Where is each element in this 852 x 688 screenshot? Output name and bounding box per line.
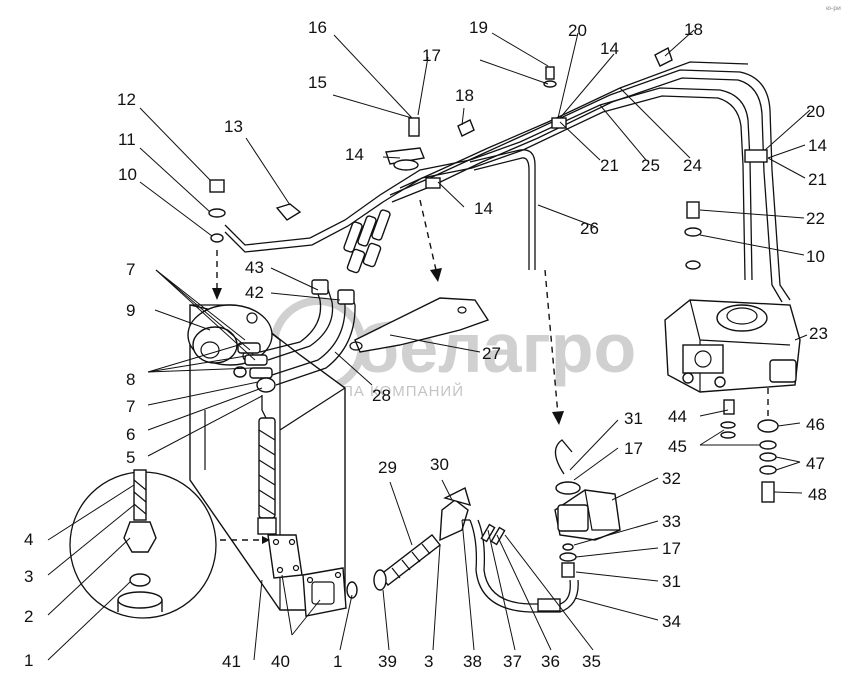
- clamp-15: [385, 147, 425, 171]
- fitting-cluster: [233, 342, 276, 393]
- arrow-to-valve-head: [552, 411, 564, 425]
- label-14-mid: 14: [474, 199, 493, 218]
- clamp-13: [275, 203, 302, 221]
- label-24: 24: [683, 156, 702, 175]
- callout-labels: 12 11 10 13 16 15 17 19 18 20 14 18 14 1…: [24, 18, 828, 671]
- label-46: 46: [806, 415, 825, 434]
- label-42: 42: [245, 283, 264, 302]
- label-25: 25: [641, 156, 660, 175]
- bolt-12-11-10: [208, 179, 226, 243]
- label-41: 41: [222, 652, 241, 671]
- label-35: 35: [582, 652, 601, 671]
- label-6: 6: [126, 425, 135, 444]
- label-5: 5: [126, 448, 135, 467]
- label-27: 27: [482, 344, 501, 363]
- label-18-right: 18: [684, 20, 703, 39]
- arrow-to-pump-head: [212, 288, 222, 300]
- label-40: 40: [271, 652, 290, 671]
- label-4: 4: [24, 530, 33, 549]
- label-15: 15: [308, 73, 327, 92]
- label-2: 2: [24, 607, 33, 626]
- label-20-top: 20: [568, 21, 587, 40]
- label-21-right: 21: [808, 170, 827, 189]
- pipe-34: [469, 519, 579, 613]
- label-44: 44: [668, 407, 687, 426]
- label-37: 37: [503, 652, 522, 671]
- label-48: 48: [808, 485, 827, 504]
- bolt-16-19: [408, 66, 557, 137]
- distributor-23: [664, 299, 801, 393]
- label-43: 43: [245, 258, 264, 277]
- label-9: 9: [126, 301, 135, 320]
- return-pipe-26: [469, 149, 536, 270]
- label-19: 19: [469, 18, 488, 37]
- arrow-to-bracket: [419, 199, 437, 271]
- arrow-to-bracket-head: [430, 268, 442, 282]
- leader-lines: [47, 29, 811, 661]
- fittings-top: [343, 209, 391, 274]
- label-30: 30: [430, 455, 449, 474]
- label-10: 10: [118, 165, 137, 184]
- hoses-42-43: [259, 279, 356, 386]
- label-39: 39: [378, 652, 397, 671]
- bolt-22-washer-10: [684, 201, 702, 270]
- label-22: 22: [806, 209, 825, 228]
- label-18-left: 18: [455, 86, 474, 105]
- label-14-left: 14: [345, 145, 364, 164]
- label-14-right: 14: [808, 136, 827, 155]
- detail-view-circle: [69, 469, 217, 619]
- label-13: 13: [224, 117, 243, 136]
- label-3-bottom: 3: [424, 652, 433, 671]
- label-32: 32: [662, 469, 681, 488]
- label-3-left: 3: [24, 567, 33, 586]
- valve-32: [554, 439, 621, 578]
- label-31-bottom: 31: [662, 572, 681, 591]
- label-33: 33: [662, 512, 681, 531]
- label-17-bottom: 17: [662, 539, 681, 558]
- label-17-top: 17: [422, 46, 441, 65]
- label-45: 45: [668, 437, 687, 456]
- label-29: 29: [378, 458, 397, 477]
- label-23: 23: [809, 324, 828, 343]
- label-1-bottom: 1: [333, 652, 342, 671]
- label-36: 36: [541, 652, 560, 671]
- label-1-left: 1: [24, 651, 33, 670]
- label-8: 8: [126, 370, 135, 389]
- label-28: 28: [372, 386, 391, 405]
- label-16: 16: [308, 18, 327, 37]
- detail-arrowhead: [262, 536, 270, 544]
- drain-hose-braided: [257, 395, 277, 535]
- bracket-27: [349, 297, 490, 353]
- label-21-mid: 21: [600, 156, 619, 175]
- label-31-top: 31: [624, 409, 643, 428]
- corner-mark: ю-ри: [826, 5, 841, 12]
- label-34: 34: [662, 612, 681, 631]
- clamps-14-18-20-21: [425, 46, 768, 189]
- arrow-to-valve: [544, 269, 559, 416]
- label-26: 26: [580, 219, 599, 238]
- label-17-mid: 17: [624, 439, 643, 458]
- label-38: 38: [463, 652, 482, 671]
- outlet-flange-40: [267, 534, 303, 579]
- label-11: 11: [118, 130, 136, 149]
- label-7-bottom: 7: [126, 397, 135, 416]
- label-12: 12: [117, 90, 136, 109]
- label-7-top: 7: [126, 260, 135, 279]
- label-14-top: 14: [600, 39, 619, 58]
- fasteners-44-48: [720, 399, 779, 503]
- pressure-line: [224, 61, 791, 303]
- label-47: 47: [806, 454, 825, 473]
- label-20-right: 20: [806, 102, 825, 121]
- drain-flange-40: [302, 567, 358, 617]
- cable-29-linkage: [373, 486, 506, 591]
- label-10-right: 10: [806, 247, 825, 266]
